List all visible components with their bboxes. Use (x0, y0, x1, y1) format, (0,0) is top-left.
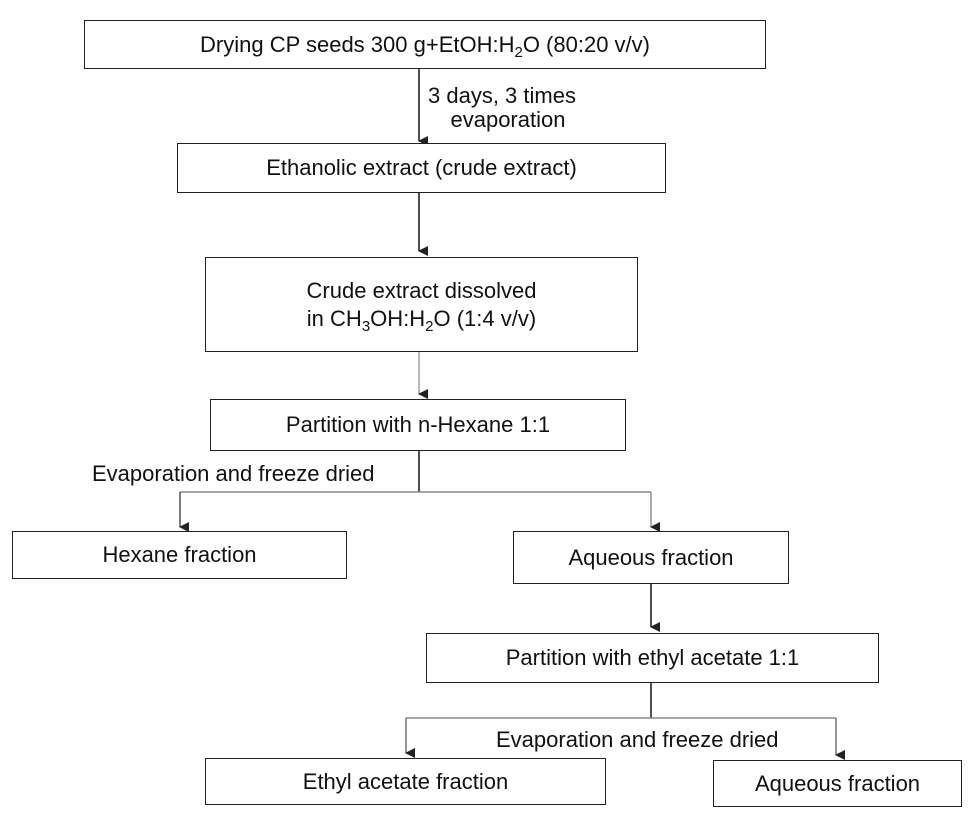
node-partition-ethyl-acetate: Partition with ethyl acetate 1:1 (426, 633, 879, 683)
edge-label-evap-2: Evaporation and freeze dried (496, 727, 779, 752)
node-aqueous-fraction-1: Aqueous fraction (513, 531, 789, 584)
node-ethanolic-extract: Ethanolic extract (crude extract) (177, 143, 666, 193)
edge-label-days: 3 days, 3 times evaporation (428, 83, 576, 133)
node-hexane-fraction: Hexane fraction (12, 531, 347, 579)
edge-label-evap-1: Evaporation and freeze dried (92, 461, 375, 486)
node-aqueous-fraction-2: Aqueous fraction (713, 760, 962, 807)
node-seeds: Drying CP seeds 300 g+EtOH:H2O (80:20 v/… (84, 20, 766, 69)
node-crude-dissolved: Crude extract dissolved in CH3OH:H2O (1:… (205, 257, 638, 352)
node-partition-hexane: Partition with n-Hexane 1:1 (210, 399, 626, 451)
node-ethyl-acetate-fraction: Ethyl acetate fraction (205, 758, 606, 805)
